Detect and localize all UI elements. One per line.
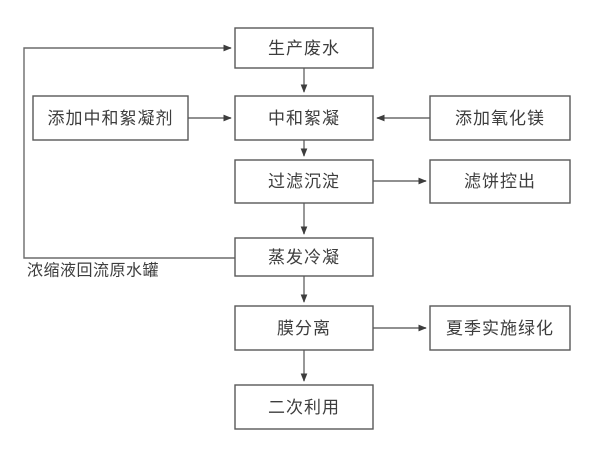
node-box-production-wastewater	[234, 27, 374, 69]
node-evaporation-condensation[interactable]: 蒸发冷凝	[234, 237, 374, 277]
node-box-evaporation-condensation	[234, 237, 374, 277]
node-add-neutralizing-flocculant[interactable]: 添加中和絮凝剂	[32, 95, 189, 141]
node-neutralization-flocculation[interactable]: 中和絮凝	[234, 95, 374, 141]
node-box-filter-cake-discharge	[429, 159, 571, 204]
node-box-membrane-separation	[234, 305, 374, 351]
node-box-add-neutralizing-flocculant	[32, 95, 189, 141]
node-box-filtration-precipitation	[234, 159, 374, 204]
node-summer-greening[interactable]: 夏季实施绿化	[429, 305, 571, 351]
node-box-add-magnesium-oxide	[429, 95, 571, 141]
node-filter-cake-discharge[interactable]: 滤饼控出	[429, 159, 571, 204]
node-label-summer-greening: 夏季实施绿化	[446, 319, 554, 339]
node-add-magnesium-oxide[interactable]: 添加氧化镁	[429, 95, 571, 141]
node-label-add-magnesium-oxide: 添加氧化镁	[455, 109, 545, 129]
node-secondary-utilization[interactable]: 二次利用	[234, 384, 374, 430]
node-box-neutralization-flocculation	[234, 95, 374, 141]
annotation-concentrate-return-label: 浓缩液回流原水罐	[27, 261, 159, 280]
node-label-filter-cake-discharge: 滤饼控出	[464, 172, 536, 192]
node-label-neutralization-flocculation: 中和絮凝	[268, 109, 340, 129]
node-membrane-separation[interactable]: 膜分离	[234, 305, 374, 351]
annotation-layer: 浓缩液回流原水罐	[27, 261, 159, 280]
node-label-filtration-precipitation: 过滤沉淀	[268, 172, 340, 192]
node-label-production-wastewater: 生产废水	[268, 39, 340, 59]
node-label-secondary-utilization: 二次利用	[268, 398, 340, 418]
node-box-summer-greening	[429, 305, 571, 351]
edge-layer	[23, 44, 430, 382]
node-filtration-precipitation[interactable]: 过滤沉淀	[234, 159, 374, 204]
node-box-secondary-utilization	[234, 384, 374, 430]
node-label-evaporation-condensation: 蒸发冷凝	[268, 248, 340, 268]
node-production-wastewater[interactable]: 生产废水	[234, 27, 374, 69]
node-label-add-neutralizing-flocculant: 添加中和絮凝剂	[48, 109, 174, 129]
edge-recycle-to-production	[23, 44, 235, 259]
node-label-membrane-separation: 膜分离	[277, 319, 331, 339]
node-layer: 生产废水 添加中和絮凝剂 中和絮凝 添加氧化镁 过滤沉淀 滤饼控出	[32, 27, 571, 430]
